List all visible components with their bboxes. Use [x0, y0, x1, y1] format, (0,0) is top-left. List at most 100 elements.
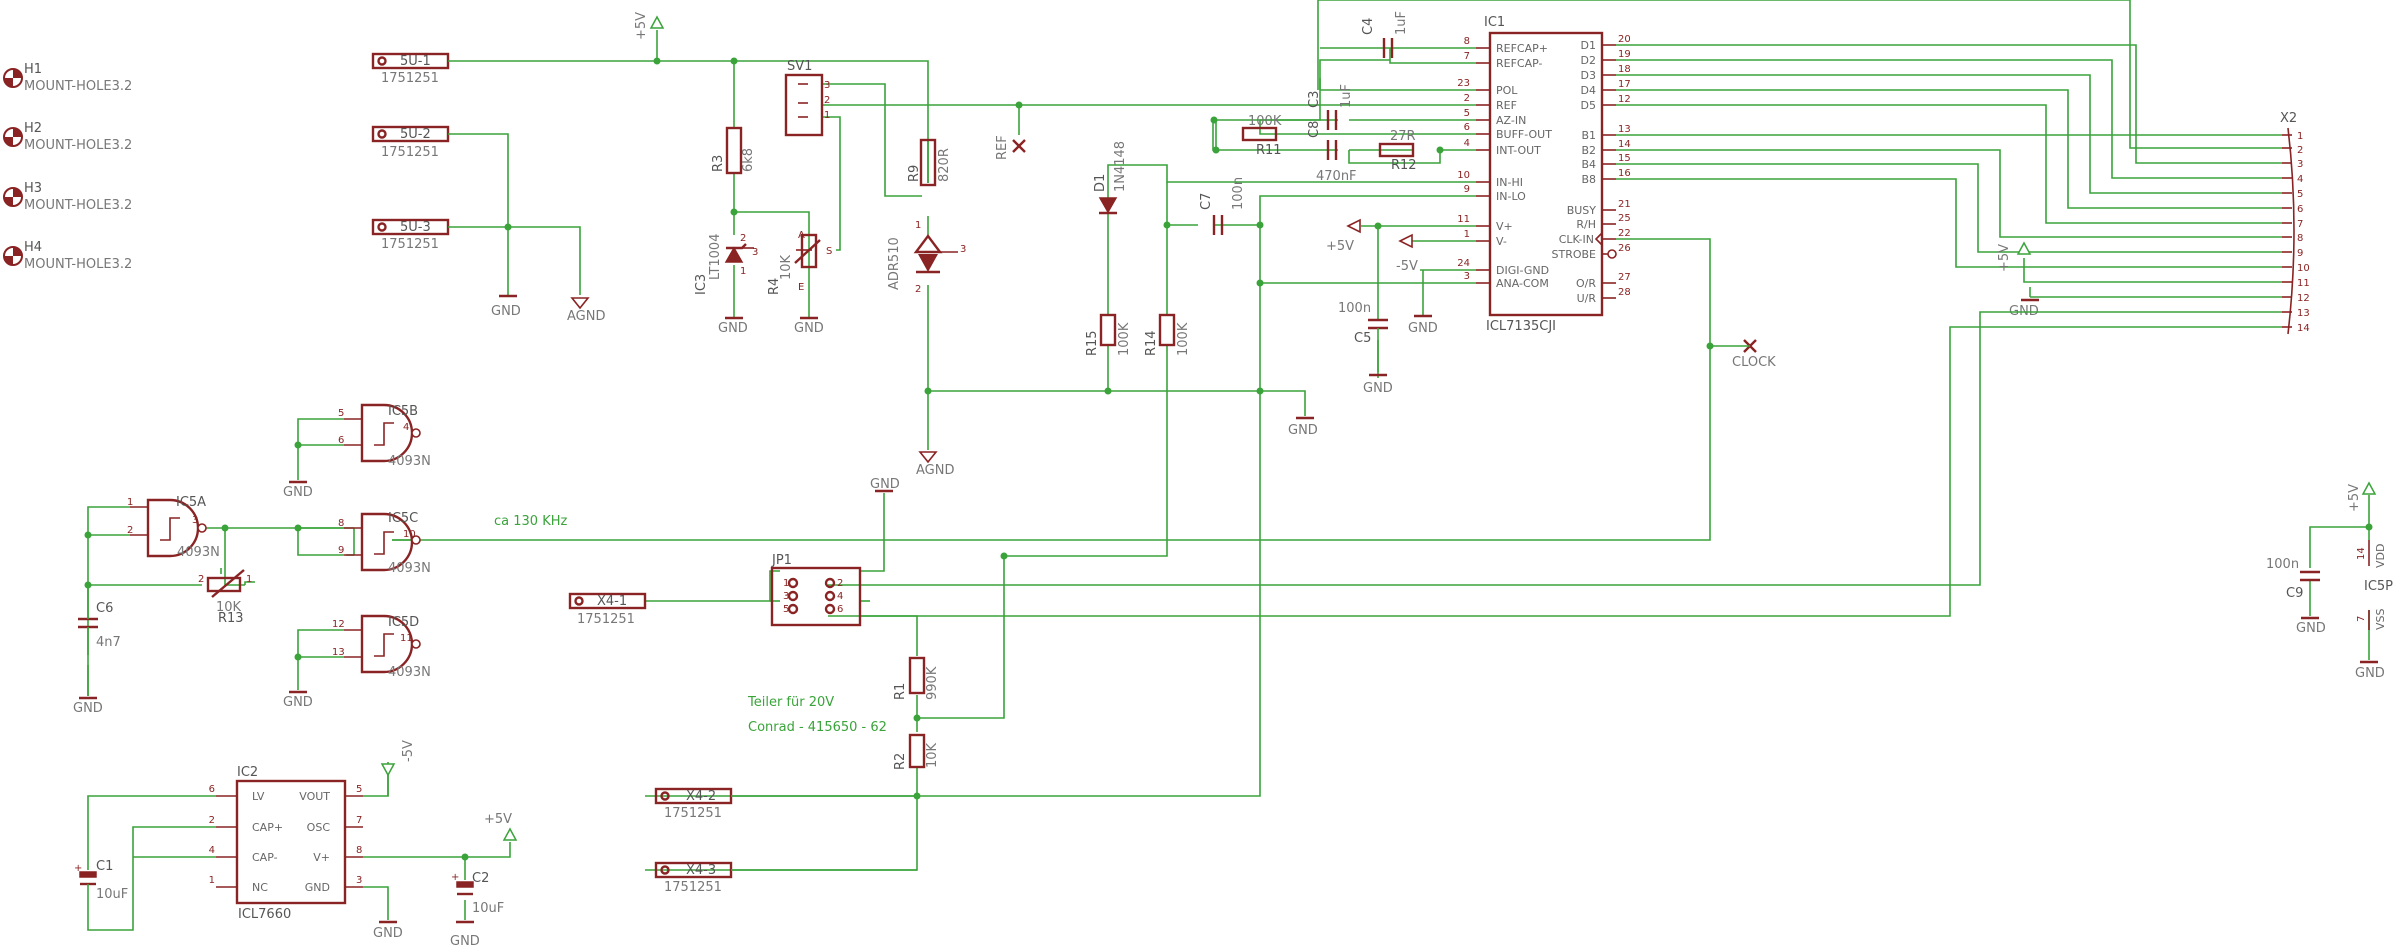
- gate-ic5c[interactable]: IC5C 4093N 8 9 10: [338, 511, 431, 576]
- pin-label: VOUT: [299, 790, 330, 803]
- pin-label: REF: [1496, 99, 1517, 112]
- pin-label: DIGI-GND: [1496, 264, 1549, 277]
- reference-adr510[interactable]: ADR510 1 3 2: [887, 220, 966, 295]
- pin-number: 4: [403, 422, 409, 433]
- pin-label: CAP-: [252, 851, 278, 864]
- capacitor-c5[interactable]: 100n C5: [1338, 301, 1388, 372]
- ic1-icl7135[interactable]: IC1 ICL7135CJI 8 REFCAP+ 7 REFCAP- 23 PO…: [1457, 15, 1630, 334]
- mount-hole-h3[interactable]: H3 MOUNT-HOLE3.2: [3, 181, 132, 213]
- pin-number: 2: [198, 574, 204, 585]
- mount-hole-h1[interactable]: H1 MOUNT-HOLE3.2: [3, 62, 132, 94]
- gnd-label: GND: [491, 304, 521, 319]
- connector-5u-2[interactable]: 5U-2 1751251: [371, 125, 450, 160]
- pin-number: 12: [2297, 293, 2310, 304]
- pin-number: 8: [356, 845, 362, 856]
- gate-ic5b[interactable]: IC5B 4093N 5 6 4: [338, 403, 431, 469]
- power-ic5p[interactable]: 14 VDD 7 VSS IC5P: [2356, 540, 2393, 630]
- resistor-name: R9: [907, 165, 922, 182]
- wires-bus: [392, 44, 2282, 541]
- pin-label: O/R: [1576, 277, 1596, 290]
- capacitor-c6[interactable]: C6 4n7: [78, 585, 121, 696]
- pin-number: 12: [332, 619, 345, 630]
- gnd-c6: GND: [73, 696, 103, 716]
- pin-number: 6: [338, 435, 344, 446]
- resistor-value: 10K: [925, 742, 940, 768]
- connector-x2[interactable]: X2 1 2 3 4 5 6 7 8 9 10 11 12 13: [2280, 111, 2310, 335]
- gnd-label: GND: [1288, 423, 1318, 438]
- connector-x4-2[interactable]: X4-2 1751251: [654, 787, 733, 821]
- gnd-ic3: GND: [718, 316, 748, 336]
- pin-number: 7: [356, 815, 362, 826]
- supply-p5v-top: +5V: [634, 12, 665, 40]
- pin-number: 3: [824, 80, 830, 91]
- ic2-icl7660[interactable]: IC2 ICL7660 6 LV 2 CAP+ 4 CAP- 1 NC 5 VO…: [209, 765, 363, 922]
- resistor-r2[interactable]: R2 10K: [893, 733, 940, 770]
- pin-label: CLK-IN: [1559, 233, 1594, 246]
- mount-hole-h2[interactable]: H2 MOUNT-HOLE3.2: [3, 121, 132, 153]
- gate-ic5a[interactable]: IC5A 4093N 1 2 3: [127, 495, 220, 560]
- diode-d1[interactable]: D1 1N4148: [1093, 141, 1128, 215]
- connector-value: 1751251: [577, 612, 635, 627]
- supply-m5v-ic2: -5V: [380, 740, 416, 796]
- connector-5u-3[interactable]: 5U-3 1751251: [371, 218, 450, 252]
- pin-number: 5: [783, 604, 789, 615]
- resistor-value: 100K: [1117, 322, 1132, 356]
- sv1-header[interactable]: SV1 3 2 1: [784, 59, 830, 137]
- capacitor-value: 4n7: [96, 635, 121, 650]
- capacitor-value: 10uF: [96, 887, 128, 902]
- mount-hole-name: H3: [24, 181, 42, 196]
- connector-name: 5U-1: [400, 54, 431, 69]
- pin-number: 2: [837, 578, 843, 589]
- conrad-note-text: Conrad - 415650 - 62: [748, 720, 887, 735]
- connector-x4-3[interactable]: X4-3 1751251: [654, 861, 733, 895]
- resistor-r9[interactable]: R9 820R: [907, 138, 952, 187]
- capacitor-c2[interactable]: + C2 10uF: [451, 871, 504, 916]
- resistor-r14[interactable]: R14 100K: [1144, 313, 1191, 356]
- pin-number: 4: [2297, 174, 2303, 185]
- ic-name: IC5P: [2364, 579, 2393, 594]
- connector-5u-1[interactable]: 5U-1 1751251: [371, 52, 450, 86]
- capacitor-c3[interactable]: C3 1uF: [1307, 84, 1354, 130]
- agnd-label: AGND: [567, 309, 605, 324]
- capacitor-c4[interactable]: C4 1uF: [1361, 11, 1409, 58]
- connector-x4-1[interactable]: X4-1 1751251: [568, 592, 647, 627]
- capacitor-c8[interactable]: C8 470nF: [1307, 121, 1357, 184]
- capacitor-c7[interactable]: C7 100n: [1199, 177, 1246, 235]
- divider-note-text: Teiler für 20V: [747, 695, 834, 710]
- pin-label: AZ-IN: [1496, 114, 1526, 127]
- pin-number: 2: [824, 95, 830, 106]
- resistor-r11[interactable]: 100K R11: [1241, 114, 1282, 158]
- supply-label: +5V: [634, 12, 649, 40]
- resistor-r1[interactable]: R1 990K: [893, 656, 940, 700]
- zener-ic3[interactable]: IC3 LT1004 2 3 1: [694, 233, 758, 295]
- jumper-name: JP1: [771, 553, 792, 568]
- trimmer-r4[interactable]: R4 10K A E S: [767, 230, 832, 295]
- pin-number: 1: [783, 578, 789, 589]
- gate-value: 4093N: [388, 665, 431, 680]
- capacitor-c9[interactable]: 100n C9: [2266, 557, 2320, 601]
- wires-ic1: [1210, 0, 2282, 378]
- resistor-r12[interactable]: 27R R12: [1378, 129, 1417, 173]
- capacitor-c1[interactable]: + C1 10uF: [74, 859, 128, 902]
- supply-label: +5V: [2347, 484, 2362, 512]
- wires-x2-extra: [828, 311, 2282, 617]
- wires-agnd: [924, 387, 1306, 416]
- resistor-r15[interactable]: R15 100K: [1085, 313, 1132, 356]
- gnd-label: GND: [1408, 321, 1438, 336]
- gate-ic5d[interactable]: IC5D 4093N 12 13 11: [332, 614, 431, 680]
- trimmer-r13[interactable]: R13 10K 2 1: [198, 569, 252, 626]
- mount-hole-h4[interactable]: H4 MOUNT-HOLE3.2: [3, 240, 132, 272]
- mount-hole-value: MOUNT-HOLE3.2: [24, 257, 132, 272]
- pin-number: 1: [127, 497, 133, 508]
- capacitor-name: C4: [1361, 18, 1376, 35]
- resistor-r3[interactable]: R3 6k8: [711, 126, 756, 175]
- pin-label: STROBE: [1552, 248, 1597, 261]
- pin-number: 4: [209, 845, 215, 856]
- pin-label: VSS: [2374, 608, 2387, 630]
- pin-number: 1: [740, 266, 746, 277]
- pin-number: 3: [356, 875, 362, 886]
- pin-label: NC: [252, 881, 268, 894]
- jumper-jp1[interactable]: JP1 1 2 3 4 5 6: [770, 553, 862, 627]
- capacitor-name: C9: [2286, 586, 2303, 601]
- pin-label: ANA-COM: [1496, 277, 1549, 290]
